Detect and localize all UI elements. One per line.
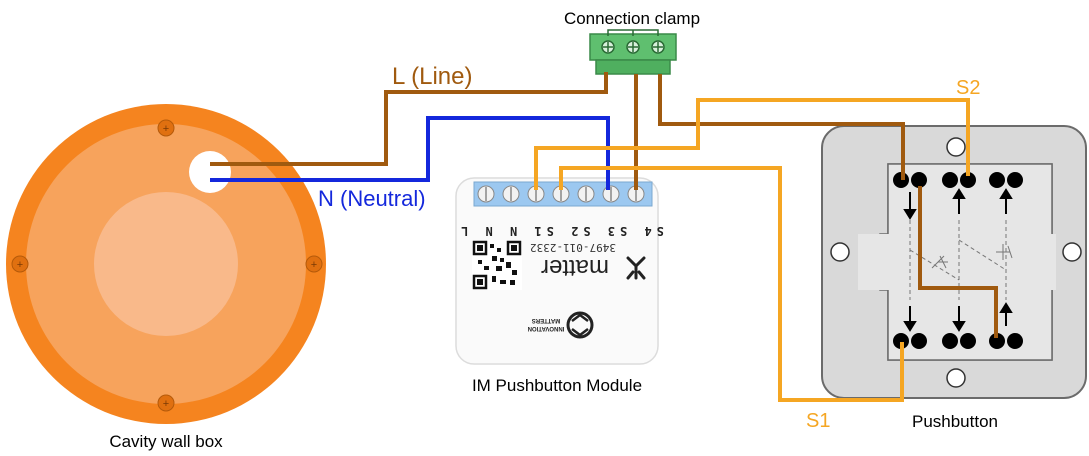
svg-text:+: +	[17, 259, 23, 271]
arrow-icon	[952, 321, 966, 332]
matter-logo-icon	[626, 256, 646, 280]
pushbutton-label: Pushbutton	[912, 412, 998, 431]
innovation-matters-logo-icon	[566, 311, 594, 339]
line-label: L (Line)	[392, 63, 472, 90]
svg-text:+: +	[311, 259, 317, 271]
clamp-label: Connection clamp	[564, 9, 700, 28]
module-label: IM Pushbutton Module	[472, 376, 642, 395]
s2-wire	[534, 98, 970, 190]
pushbutton-bridge-wire	[918, 186, 998, 338]
maker-line2: MATTERS	[532, 317, 561, 323]
cavity-wall-box: + + + +	[6, 104, 326, 424]
terminal-labels: S4 S3 S2 S1 N N L	[456, 224, 664, 238]
screw-icon: +	[157, 394, 175, 412]
svg-text:+: +	[163, 398, 169, 410]
connection-clamp	[589, 29, 677, 75]
arrow-icon	[952, 188, 966, 199]
screw-icon: +	[157, 119, 175, 137]
s2-label: S2	[956, 77, 980, 99]
arrow-icon	[903, 209, 917, 220]
maker-line1: INNOVATION	[528, 325, 565, 331]
neutral-wire	[210, 116, 610, 190]
neutral-label: N (Neutral)	[318, 186, 426, 211]
line-wire-to-pushbutton	[658, 74, 905, 180]
arrow-icon	[999, 188, 1013, 199]
cavity-label: Cavity wall box	[109, 432, 223, 451]
screw-icon: +	[11, 255, 29, 273]
cable-entry-hole	[189, 151, 231, 193]
s1-label: S1	[806, 410, 830, 432]
line-wire	[210, 72, 608, 166]
svg-text:+: +	[163, 123, 169, 135]
im-pushbutton-module: S4 S3 S2 S1 N N L 3497-011-2332 matter	[455, 177, 664, 365]
qr-code-icon	[472, 240, 522, 290]
matter-brand: matter	[541, 254, 609, 281]
s1-wire	[559, 166, 904, 402]
arrow-icon	[903, 321, 917, 332]
pushbutton	[821, 125, 1087, 399]
screw-icon: +	[305, 255, 323, 273]
product-code: 3497-011-2332	[530, 241, 616, 254]
arrow-icon	[999, 302, 1013, 313]
